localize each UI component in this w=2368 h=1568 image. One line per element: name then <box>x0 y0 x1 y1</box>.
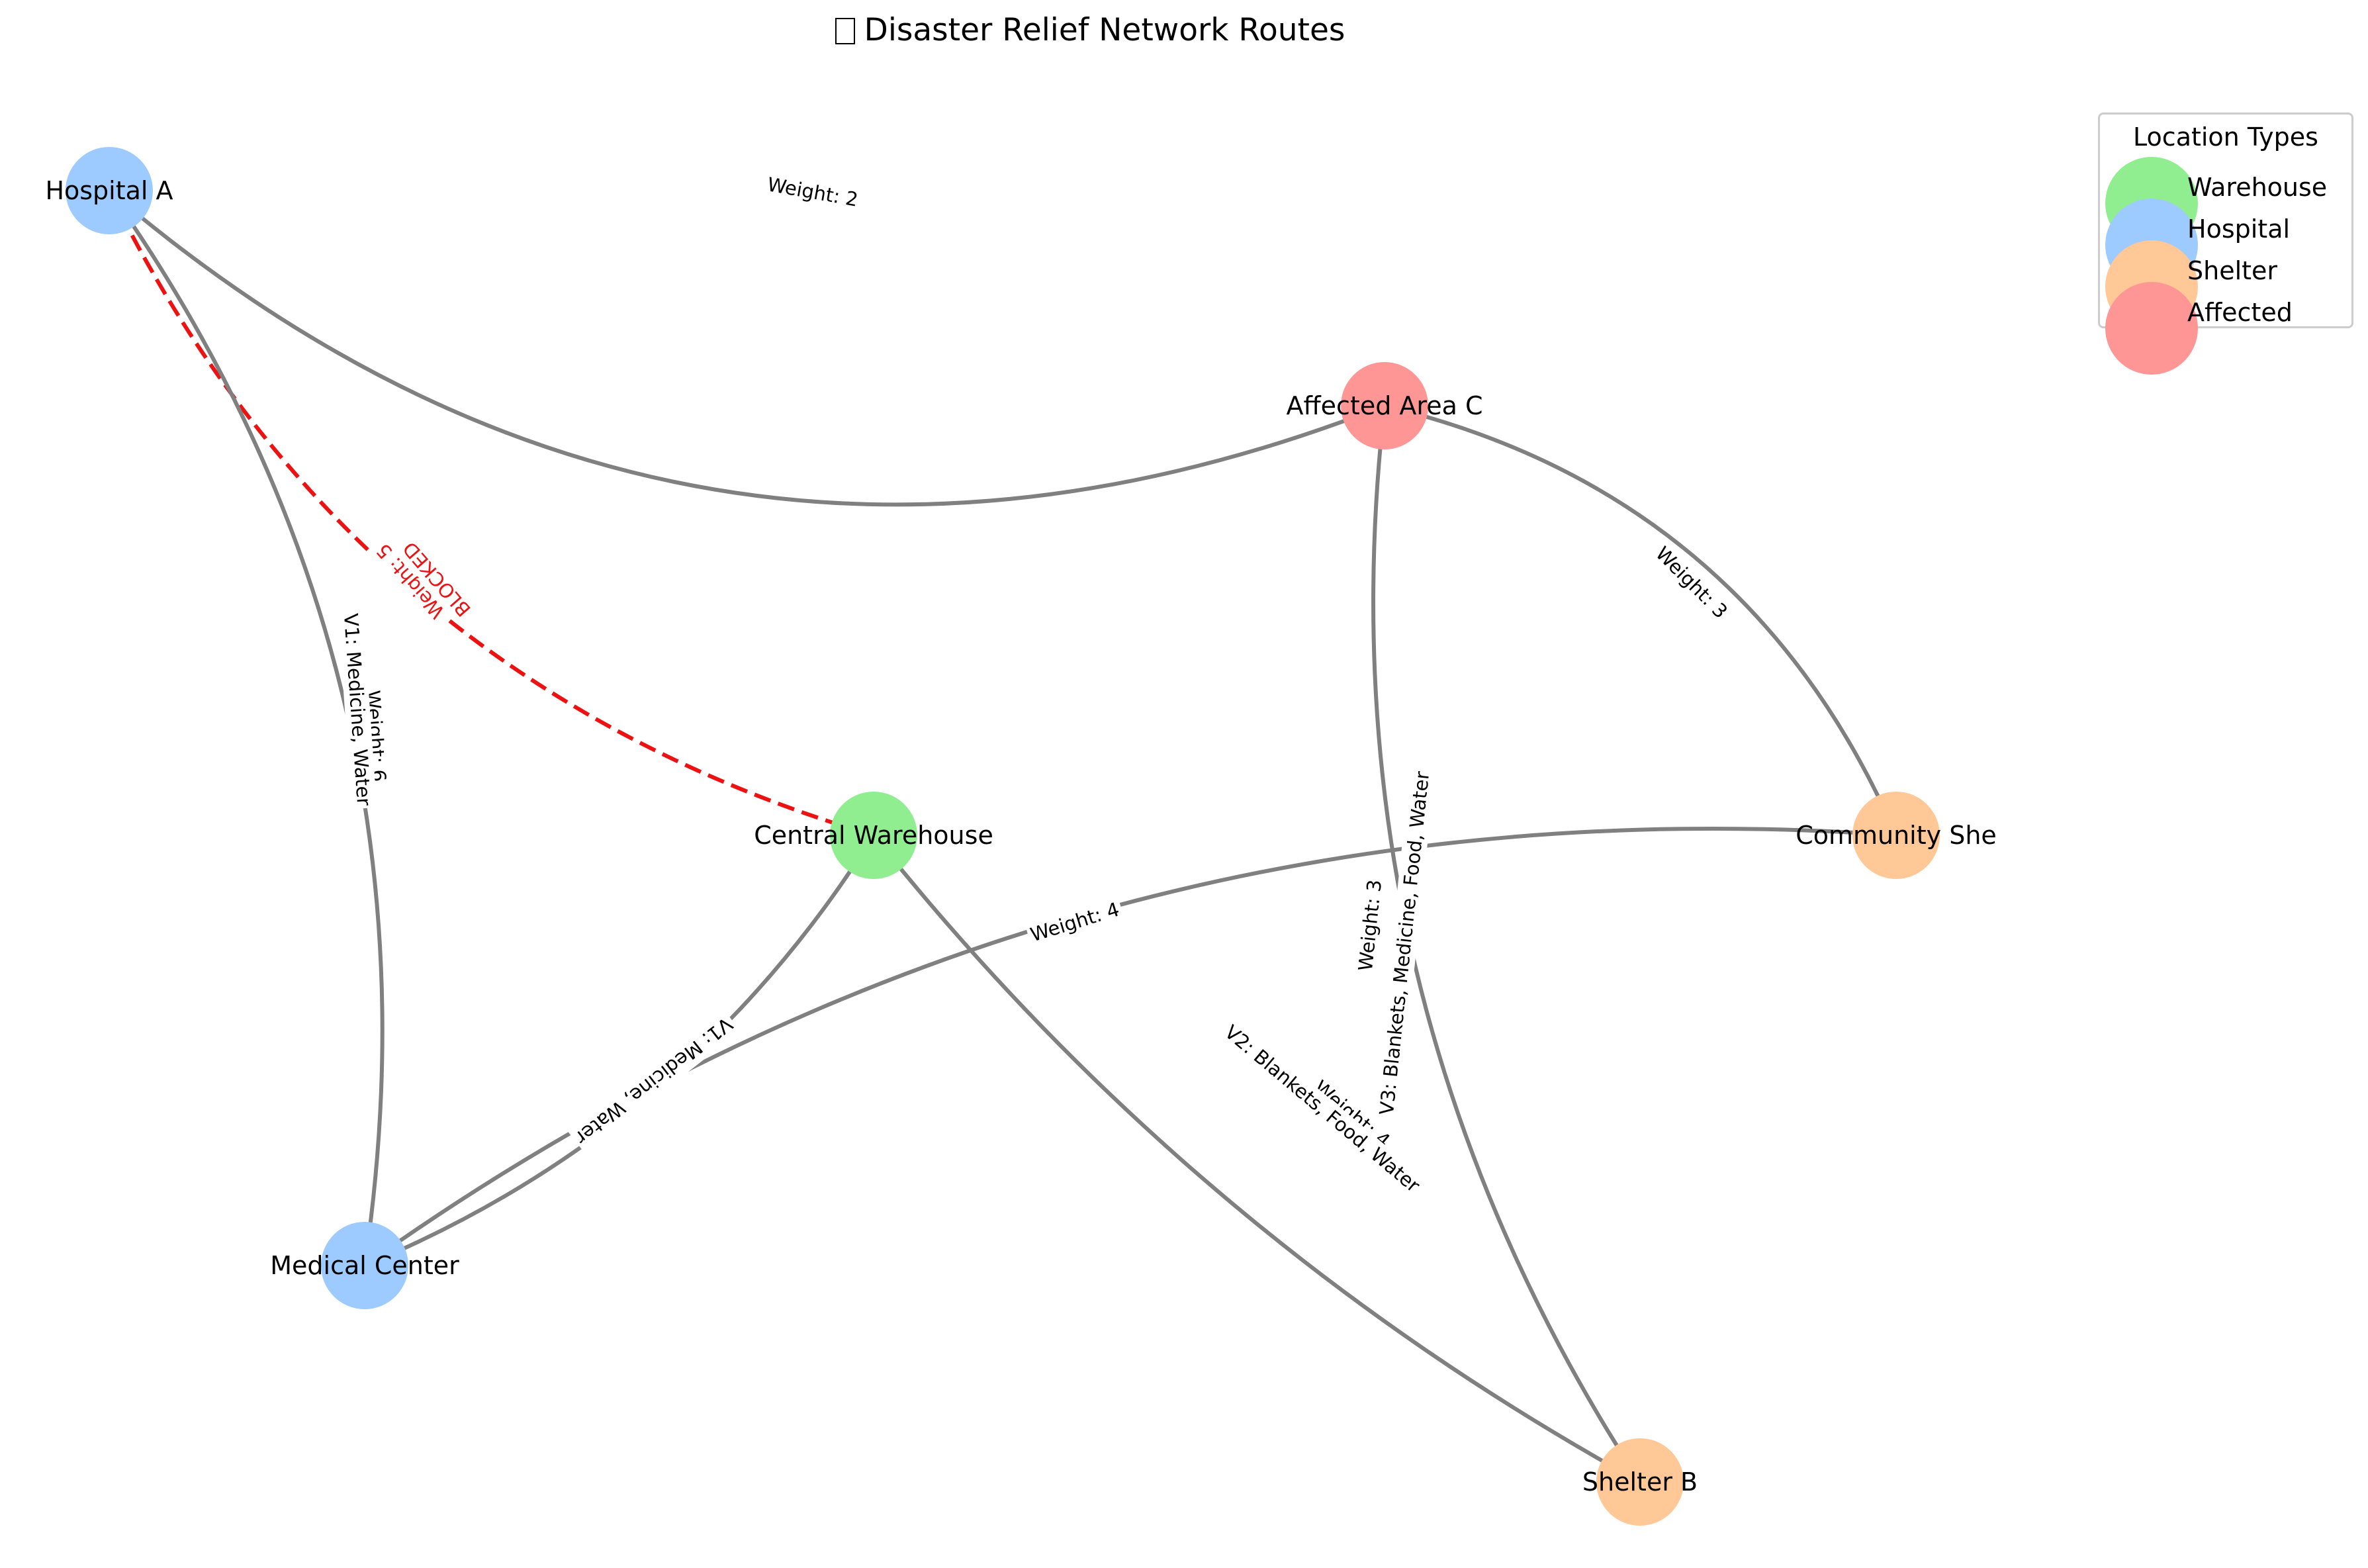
node-label-hospital-a: Hospital A <box>45 176 173 205</box>
edge-central-warehouse--shelter-b <box>872 834 1641 1484</box>
node-label-affected-area-c: Affected Area C <box>1287 391 1483 420</box>
legend-label-hospital: Hospital <box>2187 214 2291 244</box>
node-label-community-shelter-group: Community She <box>1796 821 1997 850</box>
edge-weight-label-hospital-a--central-warehouse-background <box>369 536 452 626</box>
edge-affected-area-c--community-shelter <box>1384 404 1898 837</box>
edge-weight-label-hospital-a--affected-area-c-background <box>762 171 863 213</box>
vehicle-route-label-route-v2-background <box>1217 1017 1428 1200</box>
vehicle-route-label-route-v1-warehouse: V1: Medicine, Water <box>571 1013 737 1149</box>
vehicle-route-label-route-v3-background <box>1373 767 1435 1119</box>
legend-item-affected: Affected <box>2100 282 2351 375</box>
node-affected-area-c <box>1341 362 1428 449</box>
node-hospital-a <box>66 147 153 234</box>
node-label-central-warehouse-group: Central Warehouse <box>754 821 993 850</box>
node-community-shelter <box>1852 792 1940 879</box>
node-central-warehouse <box>830 792 917 879</box>
edge-central-warehouse--medical-center <box>363 834 876 1268</box>
title-emoji-icon <box>835 18 855 44</box>
vehicle-route-label-route-v1-warehouse-group: V1: Medicine, Water <box>568 1009 740 1152</box>
edge-hospital-a--central-warehouse <box>107 189 874 837</box>
vehicle-route-label-route-v1-hospital-background <box>338 610 377 809</box>
edge-affected-area-c--shelter-b <box>1371 405 1642 1483</box>
edge-weight-label-hospital-a--affected-area-c: Weight: 2 <box>766 173 860 211</box>
diagram-title: Disaster Relief Network Routes <box>0 12 2368 48</box>
diagram-title-text: Disaster Relief Network Routes <box>864 12 1345 48</box>
legend-swatch-affected <box>2105 282 2198 375</box>
node-label-medical-center-group: Medical Center <box>270 1251 459 1280</box>
edge-hospital-a--medical-center <box>107 189 385 1266</box>
edge-weight-label-hospital-a--affected-area-c-group: Weight: 2 <box>762 171 863 213</box>
node-medical-center <box>321 1222 408 1309</box>
edge-weight-label-affected-area-c--community-shelter-background <box>1648 539 1735 626</box>
vehicle-route-label-route-v1-warehouse-background <box>568 1009 740 1152</box>
edge-weight-label-community-shelter--medical-center: Weight: 4 <box>1028 898 1122 946</box>
node-label-community-shelter: Community She <box>1796 821 1997 850</box>
edge-weight-label-affected-area-c--shelter-b-background <box>1352 876 1388 975</box>
node-label-affected-area-c-group: Affected Area C <box>1287 391 1483 420</box>
legend-title: Location Types <box>2133 122 2318 152</box>
node-label-hospital-a-group: Hospital A <box>45 176 173 205</box>
node-label-central-warehouse: Central Warehouse <box>754 821 993 850</box>
node-label-medical-center: Medical Center <box>270 1251 459 1280</box>
nodes-layer <box>66 147 1940 1526</box>
edge-hospital-a--affected-area-c <box>108 189 1386 507</box>
node-shelter-b <box>1596 1438 1684 1526</box>
vehicle-route-label-route-v3: V3: Blankets, Medicine, Food, Water <box>1375 770 1434 1116</box>
edge-weight-label-community-shelter--medical-center-group: Weight: 4 <box>1025 896 1125 948</box>
node-label-shelter-b: Shelter B <box>1582 1467 1698 1497</box>
legend-label-warehouse: Warehouse <box>2187 173 2328 202</box>
legend-label-shelter: Shelter <box>2187 256 2278 285</box>
edge-weight-label-affected-area-c--shelter-b-group: Weight: 3 <box>1352 876 1388 975</box>
vehicle-route-label-route-v3-group: V3: Blankets, Medicine, Food, Water <box>1373 767 1435 1119</box>
legend-label-affected: Affected <box>2187 298 2293 327</box>
edge-status-label-hospital-a--central-warehouse-background <box>395 534 478 624</box>
edge-community-shelter--medical-center <box>363 826 1897 1268</box>
edge-weight-label-central-warehouse--shelter-b-background <box>1306 1073 1398 1155</box>
edge-weight-label-community-shelter--medical-center-background <box>1025 896 1125 948</box>
edge-weight-label-affected-area-c--shelter-b: Weight: 3 <box>1354 878 1386 972</box>
node-label-shelter-b-group: Shelter B <box>1582 1467 1698 1497</box>
legend: Location Types Warehouse Hospital Shelte… <box>2098 113 2353 375</box>
